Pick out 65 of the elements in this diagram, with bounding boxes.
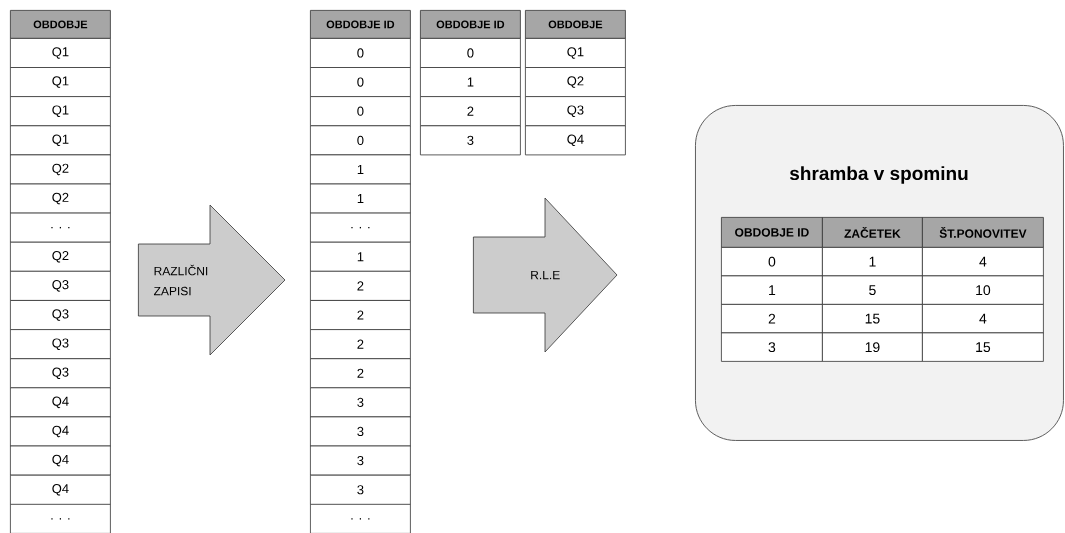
edge-label: R.L.E <box>529 269 562 281</box>
table-cell: 2 <box>721 304 823 334</box>
table-cell: Q4 <box>10 416 111 447</box>
table-cell: 2 <box>310 358 411 389</box>
table-cell: 0 <box>310 125 411 156</box>
table-cell: Q4 <box>10 474 111 505</box>
table-cell: 0 <box>721 247 823 277</box>
table-cell: Q3 <box>10 270 111 301</box>
table-cell: 1 <box>822 247 923 277</box>
table-cell: 2 <box>310 300 411 330</box>
table-cell: . . . <box>10 503 111 533</box>
table-cell: 4 <box>922 304 1044 334</box>
table-cell: Q1 <box>525 38 626 68</box>
table-cell: . . . <box>310 212 411 243</box>
table-cell: 2 <box>310 329 411 360</box>
table-cell: Q1 <box>10 67 111 97</box>
table-cell: Q4 <box>10 387 111 418</box>
table-cell: 0 <box>420 38 521 68</box>
table-cell: Q1 <box>10 96 111 127</box>
table-cell: 0 <box>310 38 411 68</box>
table-header-cell: OBDOBJE ID <box>721 217 823 248</box>
table-cell: . . . <box>10 212 111 243</box>
table-cell: 1 <box>721 275 823 305</box>
table-cell: Q4 <box>10 445 111 476</box>
table-cell: Q2 <box>10 241 111 272</box>
table-header-cell: OBDOBJE <box>10 10 111 39</box>
table-cell: Q2 <box>525 67 626 97</box>
table-cell: 10 <box>922 275 1044 305</box>
table-cell: 3 <box>310 445 411 476</box>
table-cell: 19 <box>822 332 923 362</box>
table-cell: 1 <box>310 183 411 214</box>
table-cell: Q3 <box>10 329 111 360</box>
table-cell: 3 <box>721 332 823 362</box>
table-cell: 2 <box>310 270 411 301</box>
table-header-cell: OBDOBJE <box>525 10 626 39</box>
block-arrow <box>473 197 618 353</box>
table-header-cell: ZAČETEK <box>822 217 923 248</box>
table-header-cell: OBDOBJE ID <box>420 10 521 39</box>
table-cell: 3 <box>310 416 411 447</box>
table-cell: Q2 <box>10 183 111 214</box>
table-cell: Q2 <box>10 154 111 185</box>
table-header-cell: OBDOBJE ID <box>310 10 411 39</box>
table-cell: 3 <box>310 474 411 505</box>
table-cell: 1 <box>310 154 411 185</box>
table-cell: 1 <box>310 241 411 272</box>
table-cell: 4 <box>922 247 1044 277</box>
edge-label: RAZLIČNI ZAPISI <box>152 263 217 297</box>
table-cell: Q1 <box>10 125 111 156</box>
table-cell: Q3 <box>525 96 626 127</box>
table-cell: 0 <box>310 96 411 127</box>
panel-title: shramba v spominu <box>789 166 968 184</box>
table-cell: Q1 <box>10 38 111 68</box>
table-cell: 15 <box>922 332 1044 362</box>
table-cell: Q3 <box>10 300 111 330</box>
table-cell: 5 <box>822 275 923 305</box>
table-cell: . . . <box>310 503 411 533</box>
table-cell: 3 <box>310 387 411 418</box>
table-cell: 2 <box>420 96 521 127</box>
table-header-cell: ŠT.PONOVITEV <box>922 217 1044 248</box>
table-cell: 15 <box>822 304 923 334</box>
table-cell: Q4 <box>525 125 626 156</box>
table-cell: Q3 <box>10 358 111 389</box>
table-cell: 0 <box>310 67 411 97</box>
table-cell: 1 <box>420 67 521 97</box>
table-cell: 3 <box>420 125 521 156</box>
